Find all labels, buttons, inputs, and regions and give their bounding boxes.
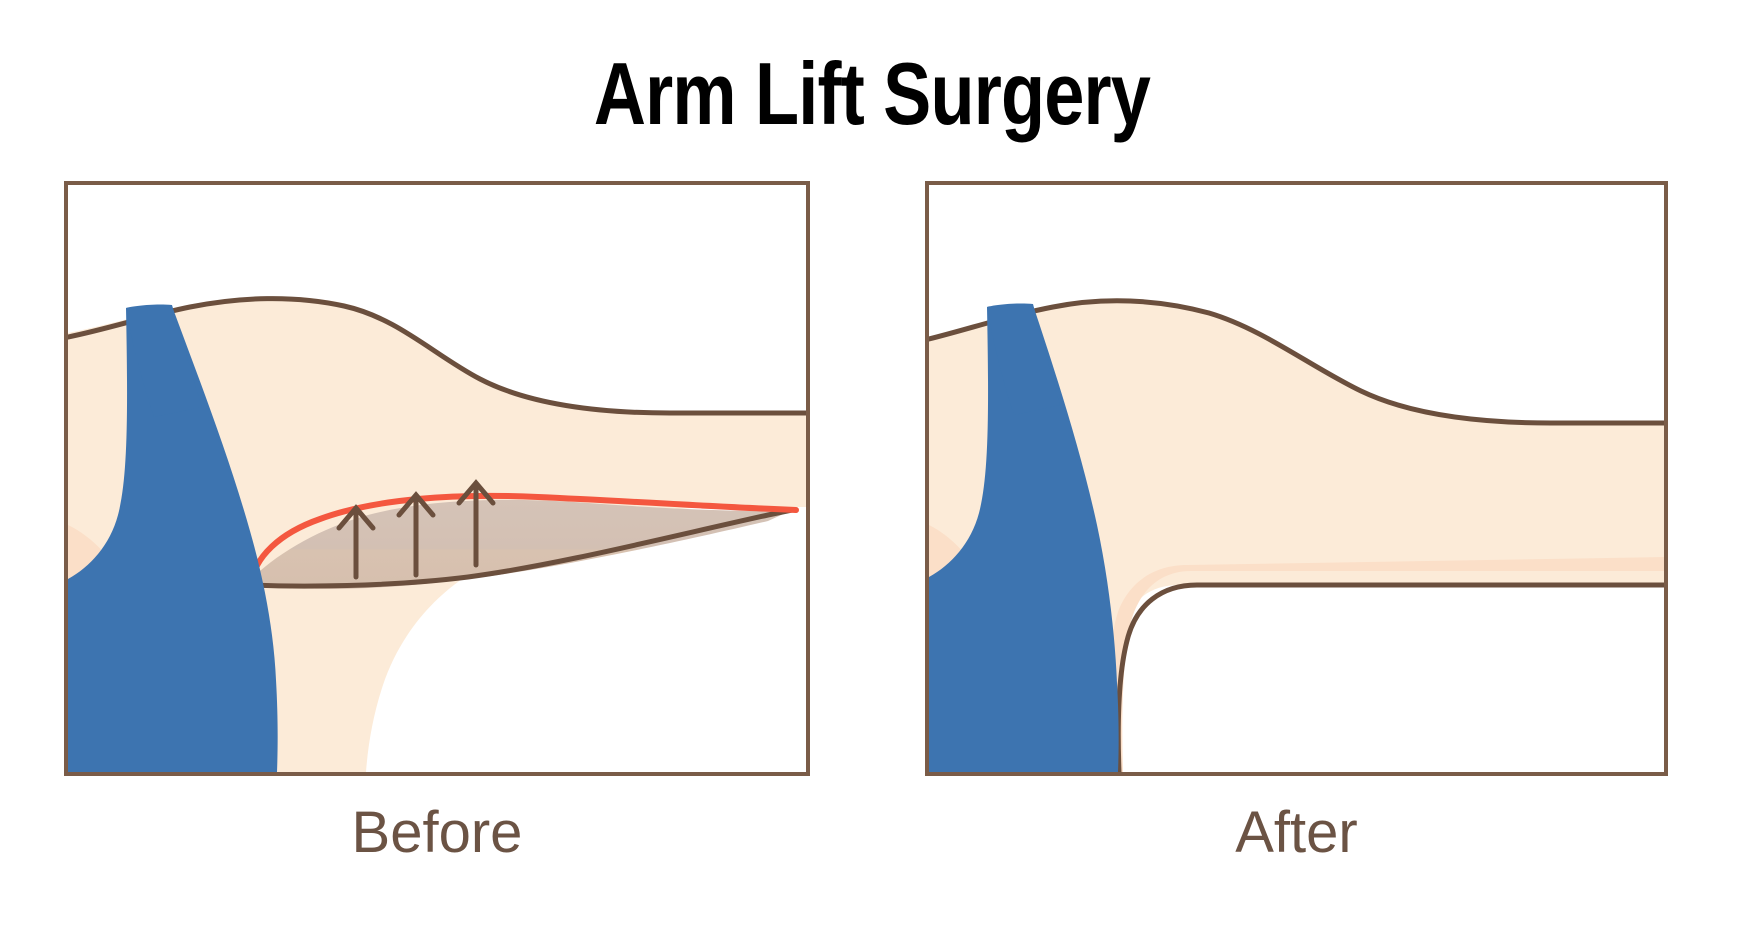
panel-after [925,181,1668,776]
garment-blue-shape [68,305,278,772]
garment-strap [987,303,1060,415]
sagging-tissue-outline [248,507,795,589]
lift-arrow-2 [396,491,436,578]
underside-highlight [1106,557,1664,772]
before-illustration [68,296,806,772]
after-illustration [929,298,1664,772]
sagging-tissue-shape [250,499,790,589]
caption-after: After [1235,800,1358,865]
panel-before [64,181,810,776]
garment-blue-shape [929,304,1119,772]
caption-before: Before [351,800,523,865]
lift-arrows-group [336,479,496,580]
lift-arrow-1 [336,504,376,580]
page-title: Arm Lift Surgery [593,44,1151,143]
panel-row [0,181,1744,781]
arm-lower-outline [1115,582,1664,772]
garment-strap [126,304,202,417]
lift-arrow-3 [456,479,496,568]
